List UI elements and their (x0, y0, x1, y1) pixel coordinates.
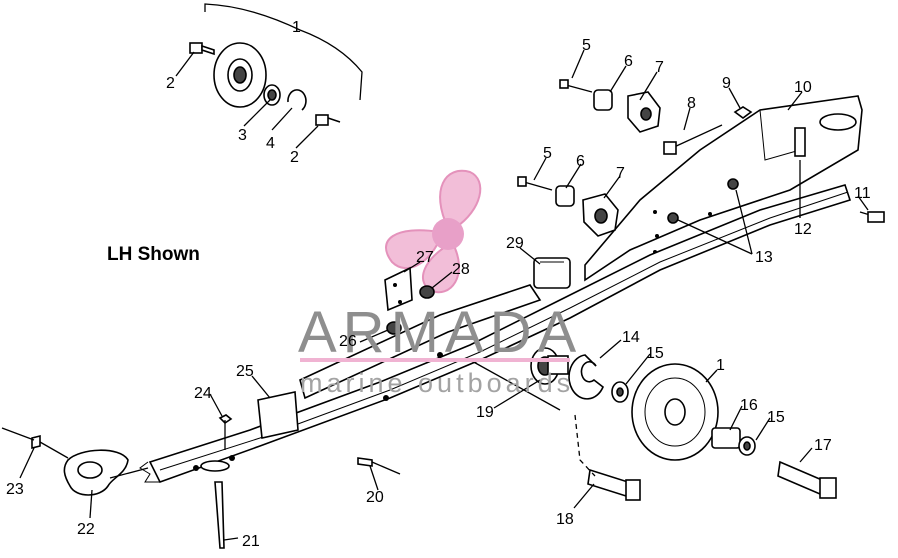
slide-rail-rear-bracket (584, 95, 863, 282)
watermark-text: ARMADA marine outboards (298, 300, 582, 398)
callout-19: 19 (476, 404, 494, 421)
rail-front-parts (1, 391, 401, 549)
view-heading: LH Shown (107, 244, 200, 265)
rail-mount-plate (299, 257, 571, 400)
callout-22: 22 (77, 521, 95, 538)
callout-5-lower: 5 (543, 145, 552, 162)
callout-21: 21 (242, 533, 260, 550)
callout-29: 29 (506, 235, 524, 252)
idler-wheel-assembly-top (189, 3, 363, 126)
callout-20: 20 (366, 489, 384, 506)
callout-3: 3 (238, 127, 247, 144)
callout-12: 12 (794, 221, 812, 238)
callout-1-bottom: 1 (716, 357, 725, 374)
callout-8: 8 (687, 95, 696, 112)
callout-6-upper: 6 (624, 53, 633, 70)
callout-24: 24 (194, 385, 212, 402)
callout-23: 23 (6, 481, 24, 498)
callout-28: 28 (452, 261, 470, 278)
callout-26: 26 (339, 333, 357, 350)
watermark-tagline: marine outboards (300, 368, 574, 398)
watermark-underline (300, 358, 570, 362)
callout-1-top: 1 (292, 19, 301, 36)
callout-16: 16 (740, 397, 758, 414)
callout-27: 27 (416, 249, 434, 266)
callout-15-lower: 15 (767, 409, 785, 426)
callout-25: 25 (236, 363, 254, 380)
callout-9: 9 (722, 75, 731, 92)
callout-10: 10 (794, 79, 812, 96)
callout-leader-lines (19, 49, 869, 541)
callout-18: 18 (556, 511, 574, 528)
callout-2-left: 2 (166, 75, 175, 92)
watermark-brand: ARMADA (298, 300, 582, 365)
callout-5-upper: 5 (582, 37, 591, 54)
callout-14: 14 (622, 329, 640, 346)
callout-15-upper: 15 (646, 345, 664, 362)
callout-4: 4 (266, 135, 275, 152)
watermark-propeller-logo (385, 169, 482, 294)
callout-6-lower: 6 (576, 153, 585, 170)
upper-bolt-spacer-stack (559, 79, 753, 155)
lower-bolt-spacer-stack (517, 176, 885, 237)
callout-11: 11 (854, 185, 871, 202)
callout-7-upper: 7 (655, 59, 664, 76)
idler-wheel-assembly-bottom (469, 347, 837, 501)
main-slide-rail (139, 184, 852, 483)
callout-2-right: 2 (290, 149, 299, 166)
callout-17: 17 (814, 437, 832, 454)
callout-13: 13 (755, 249, 773, 266)
callout-7-lower: 7 (616, 165, 625, 182)
callout-numbers: 1 2 3 4 2 5 6 7 8 9 10 11 12 5 6 7 13 29… (6, 19, 871, 550)
